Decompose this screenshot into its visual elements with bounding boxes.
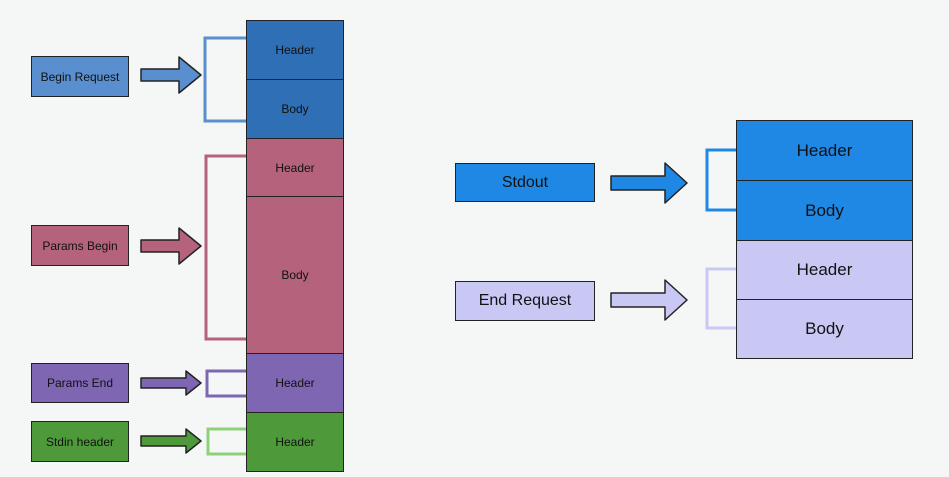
- bracket-end-request: [705, 267, 736, 330]
- right-arrow-icon: [610, 279, 688, 321]
- stdout-header-cell: Header: [736, 120, 913, 181]
- stack-cell-text: Header: [275, 43, 315, 57]
- right-arrow-icon: [140, 370, 202, 396]
- stack-cell-text: Header: [275, 435, 315, 449]
- stack-cell-text: Body: [281, 268, 309, 282]
- right-arrow-icon: [140, 428, 202, 454]
- stdout-body-cell: Body: [736, 180, 913, 241]
- begin-request-header-cell: Header: [246, 20, 344, 80]
- end-request-body-cell: Body: [736, 299, 913, 359]
- begin-request-label: Begin Request: [31, 56, 129, 97]
- stack-cell-text: Body: [805, 319, 844, 338]
- bracket-params-end: [205, 369, 246, 398]
- end-request-text: End Request: [478, 292, 572, 309]
- bracket-params: [204, 154, 246, 341]
- params-end-header-cell: Header: [246, 353, 344, 413]
- params-end-label: Params End: [31, 363, 129, 403]
- params-header-cell: Header: [246, 138, 344, 197]
- stack-cell-text: Body: [805, 200, 844, 220]
- bracket-stdin: [206, 427, 246, 456]
- stack-cell-text: Header: [275, 376, 315, 390]
- params-body-cell: Body: [246, 196, 344, 354]
- stack-cell-text: Header: [796, 260, 853, 279]
- stdin-header-text: Stdin header: [45, 434, 115, 449]
- right-arrow-icon: [140, 56, 202, 94]
- stack-cell-text: Body: [281, 102, 309, 116]
- bracket-stdout: [705, 148, 736, 212]
- stack-cell-text: Header: [796, 140, 853, 160]
- bracket-begin-request: [203, 36, 246, 123]
- params-begin-label: Params Begin: [31, 225, 129, 266]
- right-arrow-icon: [140, 227, 202, 265]
- stdout-label: Stdout: [455, 163, 595, 202]
- begin-request-text: Begin Request: [40, 69, 120, 84]
- params-begin-text: Params Begin: [42, 238, 118, 253]
- begin-request-body-cell: Body: [246, 79, 344, 139]
- end-request-header-cell: Header: [736, 240, 913, 300]
- end-request-label: End Request: [455, 281, 595, 321]
- params-end-text: Params End: [46, 376, 114, 390]
- right-arrow-icon: [610, 162, 688, 204]
- stdin-header-label: Stdin header: [31, 421, 129, 462]
- stdin-header-cell: Header: [246, 412, 344, 472]
- stdout-text: Stdout: [501, 173, 549, 191]
- stack-cell-text: Header: [275, 160, 315, 175]
